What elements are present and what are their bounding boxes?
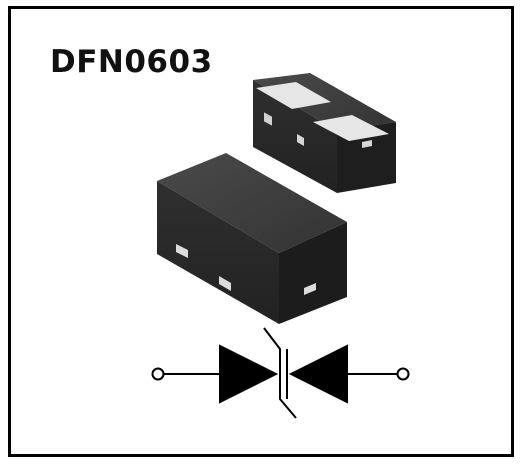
bidirectional-tvs-diode-symbol (151, 327, 410, 419)
dfn-package-bottom-icon (157, 153, 347, 324)
dfn-package-top-icon (253, 73, 396, 193)
package-label: DFN0603 (50, 44, 213, 80)
